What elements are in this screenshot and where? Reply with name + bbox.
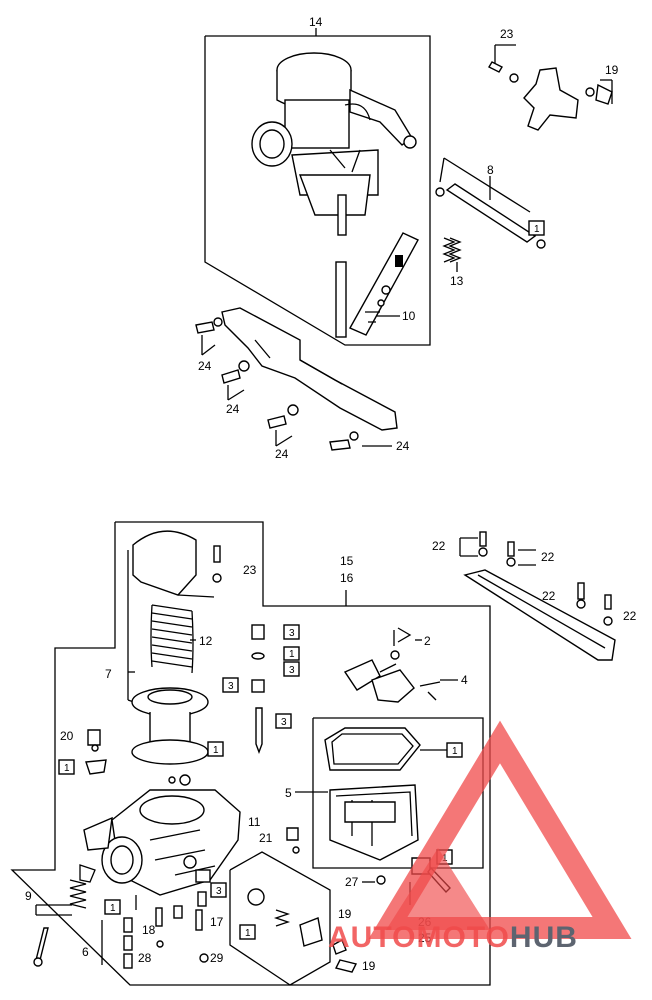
boxed-ref-1-d <box>446 742 463 758</box>
boxed-ref-1-upper <box>528 220 545 236</box>
label-15: 15 <box>340 554 354 568</box>
logo-inner-triangle <box>386 848 490 930</box>
float-bowl-outline <box>312 717 484 869</box>
label-20: 20 <box>60 729 74 743</box>
label-11: 11 <box>248 815 261 829</box>
svg-text:3: 3 <box>281 717 287 728</box>
label-2: 2 <box>424 634 431 648</box>
upper-assembly: 14 23 19 8 1 13 10 24 24 24 24 <box>195 15 619 461</box>
label-12: 12 <box>199 634 213 648</box>
assembly-15-16-outline <box>10 521 491 986</box>
label-22-d: 22 <box>623 609 637 623</box>
svg-text:1: 1 <box>110 903 116 914</box>
label-14: 14 <box>309 15 323 29</box>
label-22-a: 22 <box>432 539 446 553</box>
svg-text:1: 1 <box>442 853 448 864</box>
jet-needles-lower <box>33 879 209 969</box>
label-19-upper: 19 <box>605 63 619 77</box>
label-24-d: 24 <box>396 439 410 453</box>
air-vent-tube <box>435 157 546 249</box>
boxed-ref-1-g <box>239 924 256 940</box>
svg-text:1: 1 <box>289 649 295 660</box>
jet-kit-10 <box>349 232 419 336</box>
label-7: 7 <box>105 667 112 681</box>
svg-text:3: 3 <box>216 886 222 897</box>
label-19-a: 19 <box>338 907 352 921</box>
boxed-ref-3-b <box>283 661 300 677</box>
carburetor-assembly <box>251 52 417 338</box>
spring-13 <box>442 237 462 272</box>
float-bowl-group <box>312 717 484 869</box>
throttle-bracket <box>488 44 613 131</box>
watermark-text: AUTOMOTOHUB <box>328 921 578 954</box>
label-6: 6 <box>82 945 89 959</box>
vacuum-piston <box>131 687 209 786</box>
label-27: 27 <box>345 875 359 889</box>
carburetor-body <box>79 789 241 910</box>
chamber-cover <box>127 530 222 707</box>
spring-12 <box>150 604 194 674</box>
boxed-ref-1-a <box>283 646 300 661</box>
assembly-14-outline <box>204 35 431 346</box>
boxed-ref-3-c <box>222 677 239 693</box>
label-19-b: 19 <box>362 959 376 973</box>
boxed-ref-1-f <box>104 899 121 915</box>
label-23-upper: 23 <box>500 27 514 41</box>
label-16: 16 <box>340 571 354 585</box>
boxed-ref-3-e <box>210 882 227 898</box>
label-22-c: 22 <box>542 589 556 603</box>
boxed-ref-1-upper-label: 1 <box>534 224 540 235</box>
warning-triangle-logo <box>368 720 632 939</box>
boxed-ref-1-b <box>207 741 224 757</box>
label-21: 21 <box>259 831 273 845</box>
label-9: 9 <box>25 889 32 903</box>
label-17: 17 <box>210 915 224 929</box>
automotohub-watermark: AUTOMOTOHUB <box>328 720 632 954</box>
svg-text:3: 3 <box>289 665 295 676</box>
svg-text:3: 3 <box>228 681 234 692</box>
label-24-b: 24 <box>226 402 240 416</box>
boxed-reference-numbers: 3 1 3 3 3 1 1 1 1 1 3 1 <box>58 624 463 940</box>
label-28: 28 <box>138 951 152 965</box>
boxed-ref-3-a <box>283 624 300 640</box>
label-24-c: 24 <box>275 447 289 461</box>
float-4 <box>343 650 441 703</box>
svg-text:1: 1 <box>245 928 251 939</box>
choke-group <box>229 851 358 986</box>
lower-assembly: 15 16 23 12 7 22 22 22 22 2 4 5 20 11 21… <box>10 521 637 986</box>
boxed-ref-1-c <box>58 759 75 775</box>
label-8: 8 <box>487 163 494 177</box>
boxed-ref-3-d <box>275 713 292 729</box>
clip-2 <box>393 627 412 646</box>
svg-text:1: 1 <box>213 745 219 756</box>
svg-text:3: 3 <box>289 628 295 639</box>
cable-bracket-22 <box>459 531 616 661</box>
label-23-lower: 23 <box>243 563 257 577</box>
label-13: 13 <box>450 274 464 288</box>
label-22-b: 22 <box>541 550 555 564</box>
mounting-bracket-24 <box>195 307 398 451</box>
svg-text:1: 1 <box>64 763 70 774</box>
label-4: 4 <box>461 673 468 687</box>
label-18: 18 <box>142 923 156 937</box>
label-10: 10 <box>402 309 416 323</box>
label-24-a: 24 <box>198 359 212 373</box>
label-5: 5 <box>285 786 292 800</box>
label-29: 29 <box>210 951 224 965</box>
svg-text:1: 1 <box>452 746 458 757</box>
